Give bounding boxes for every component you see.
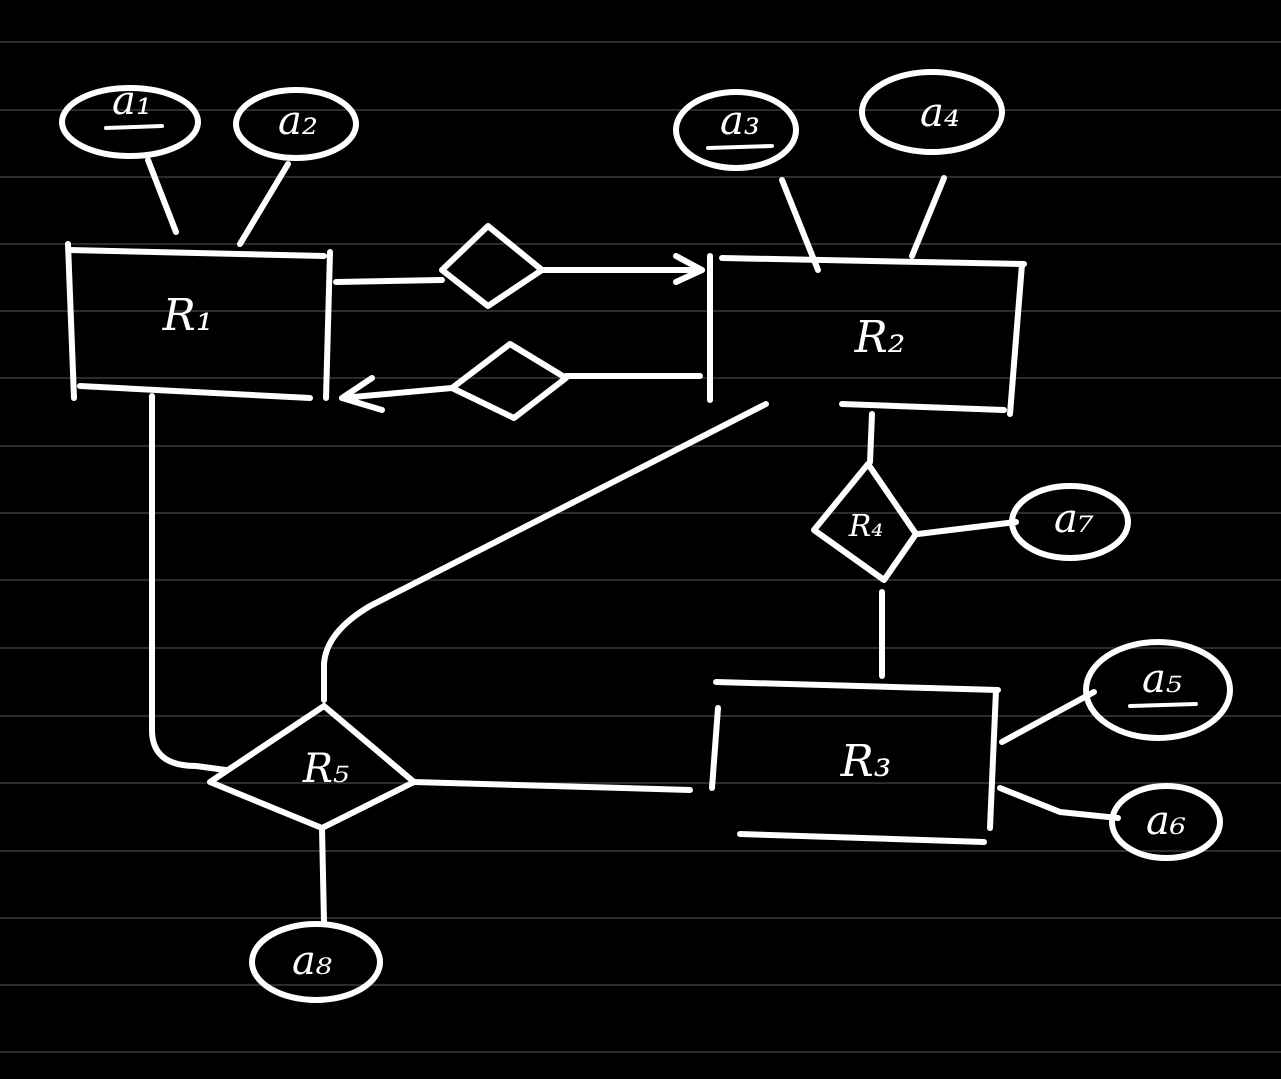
line-a3-r2 (779, 177, 821, 273)
attribute-a3-key-underline (706, 144, 774, 150)
relationship-r4-label: R₄ (848, 509, 884, 544)
attribute-a2-label: a₂ (278, 98, 318, 144)
entity-r3: R₃ (709, 679, 1001, 845)
attribute-a4: a₄ (859, 69, 1005, 155)
relationship-r5-label: R₅ (302, 746, 349, 792)
line-r1-r5 (149, 393, 229, 773)
attribute-a3-label: a₃ (720, 98, 760, 144)
connectors (145, 157, 1121, 925)
attribute-a8-label: a₈ (292, 938, 332, 984)
entity-r3-label: R₃ (840, 736, 892, 787)
ruled-lines (0, 41, 1281, 1053)
arrowhead-r1 (339, 375, 385, 413)
line-a4-r2 (909, 175, 947, 259)
arrowhead-r2 (673, 253, 705, 285)
attribute-a5-label: a₅ (1142, 656, 1182, 702)
attribute-a8: a₈ (249, 921, 383, 1003)
attribute-a6-label: a₆ (1146, 798, 1186, 844)
line-relB-r1 (339, 385, 455, 401)
entity-r1: R₁ (65, 241, 333, 401)
line-a1-r1 (145, 157, 179, 235)
line-a2-r1 (237, 161, 291, 247)
attribute-a7-label: a₇ (1054, 496, 1094, 542)
relationship-r2-to-r1 (449, 341, 569, 421)
attribute-a2: a₂ (233, 87, 359, 161)
entity-r2-label: R₂ (854, 312, 906, 363)
attribute-a7: a₇ (1009, 483, 1131, 561)
line-r4-a7 (915, 519, 1019, 537)
line-r1-relA (333, 277, 445, 285)
line-r5-a8 (319, 825, 327, 925)
attribute-a5: a₅ (1083, 639, 1233, 741)
line-r5-r3 (411, 779, 693, 793)
relationship-r1-to-r2 (439, 223, 545, 309)
line-r3-a5 (999, 689, 1097, 745)
attribute-a1-key-underline (104, 124, 164, 130)
attribute-a3: a₃ (673, 89, 799, 171)
entity-r1-label: R₁ (162, 290, 214, 341)
attribute-a6: a₆ (1109, 783, 1223, 861)
line-r2-r5 (321, 401, 769, 703)
attribute-a4-label: a₄ (920, 90, 960, 136)
relationship-r5: R₅ (207, 703, 417, 831)
attribute-a1-label: a₁ (112, 78, 152, 124)
entity-r2: R₂ (707, 253, 1027, 417)
line-r2-r4 (867, 411, 875, 465)
attribute-a5-key-underline (1128, 702, 1198, 708)
relationship-r4: R₄ (811, 461, 919, 583)
line-r3-a6 (997, 785, 1121, 821)
attribute-a1: a₁ (59, 78, 201, 159)
